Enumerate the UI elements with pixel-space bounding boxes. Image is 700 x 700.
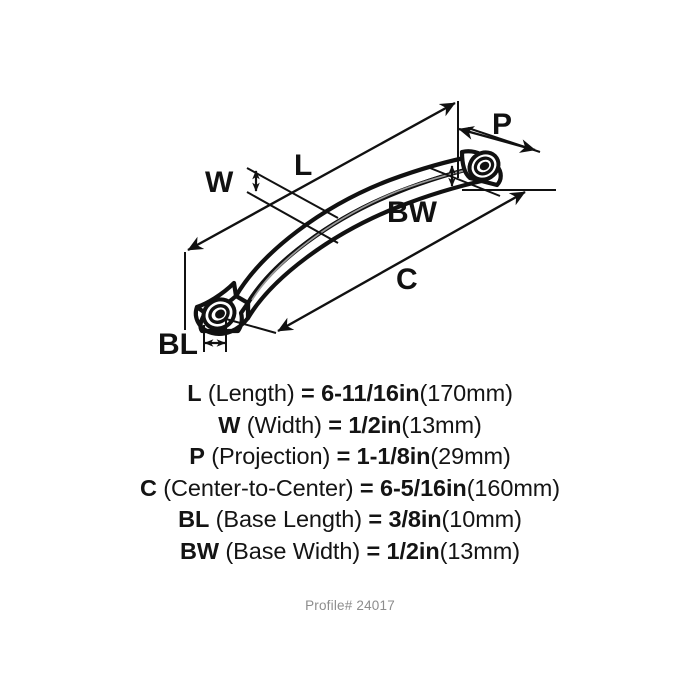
spec-symbol-BW: BW: [180, 537, 219, 564]
spec-metric-BW: (13mm): [439, 537, 520, 564]
spec-symbol-C: C: [140, 474, 157, 501]
dimension-C: C: [225, 190, 526, 334]
dimension-label-BW: BW: [387, 196, 438, 229]
spec-equals-P: =: [330, 443, 357, 469]
P-dimension-line: [458, 126, 536, 153]
spec-symbol-W: W: [218, 411, 241, 438]
spec-row-center-to-center: C (Center-to-Center) = 6-5/16in(160mm): [0, 473, 700, 505]
spec-metric-L: (170mm): [419, 380, 513, 406]
dimension-label-W: W: [205, 166, 234, 199]
spec-imperial-C: 6-5/16in: [379, 474, 467, 501]
spec-row-base-length: BL (Base Length) = 3/8in(10mm): [0, 504, 700, 536]
spec-equals-BL: =: [362, 506, 389, 532]
C-dimension-line: [277, 190, 526, 333]
spec-name-L: (Length): [201, 380, 295, 406]
dimension-label-BL: BL: [158, 328, 198, 361]
spec-name-BL: (Base Length): [209, 506, 362, 532]
spec-imperial-BW: 1/2in: [386, 537, 440, 564]
L-dimension-line: [187, 101, 456, 252]
dimension-BL: BL: [158, 318, 227, 361]
spec-row-length: L (Length) = 6-11/16in(170mm): [0, 378, 700, 410]
BW-extension-lower: [429, 167, 501, 197]
right-screw-hole-icon: [479, 161, 490, 171]
dimension-label-P: P: [492, 108, 512, 141]
profile-number: Profile# 24017: [305, 598, 395, 613]
spec-name-C: (Center-to-Center): [156, 474, 354, 501]
spec-name-BW: (Base Width): [219, 537, 361, 564]
spec-row-projection: P (Projection) = 1-1/8in(29mm): [0, 441, 700, 473]
specification-list: L (Length) = 6-11/16in(170mm) W (Width) …: [0, 378, 700, 567]
dimension-P: P: [458, 108, 556, 191]
spec-symbol-L: L: [187, 380, 202, 406]
dimension-label-C: C: [396, 263, 418, 296]
handle-left-foot: [193, 300, 251, 336]
spec-metric-W: (13mm): [401, 411, 482, 438]
spec-symbol-BL: BL: [178, 506, 210, 532]
spec-metric-C: (160mm): [466, 474, 560, 501]
spec-equals-BW: =: [360, 537, 387, 564]
handle-dimension-diagram: L W P BW: [158, 101, 556, 361]
spec-imperial-W: 1/2in: [348, 411, 402, 438]
spec-symbol-P: P: [189, 443, 205, 469]
spec-equals-L: =: [294, 380, 322, 406]
spec-equals-W: =: [321, 411, 349, 438]
spec-imperial-L: 6-11/16in: [321, 380, 420, 406]
dimension-label-L: L: [294, 149, 312, 182]
spec-row-base-width: BW (Base Width) = 1/2in(13mm): [0, 536, 700, 568]
spec-imperial-P: 1-1/8in: [356, 443, 431, 469]
dimension-L: L: [184, 101, 459, 330]
spec-imperial-BL: 3/8in: [388, 506, 442, 532]
left-screw-hole-icon: [215, 309, 225, 319]
spec-name-P: (Projection): [204, 443, 331, 469]
spec-equals-C: =: [353, 474, 380, 501]
C-extension-left: [225, 318, 277, 334]
spec-name-W: (Width): [240, 411, 322, 438]
spec-row-width: W (Width) = 1/2in(13mm): [0, 410, 700, 442]
spec-metric-P: (29mm): [430, 443, 511, 469]
spec-metric-BL: (10mm): [441, 506, 522, 532]
